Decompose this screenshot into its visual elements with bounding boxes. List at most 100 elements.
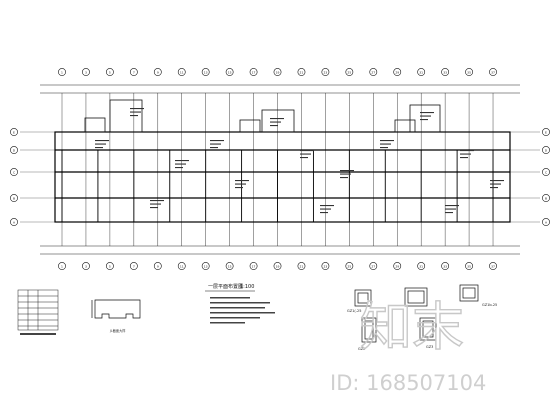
annotation-mark [270, 121, 281, 123]
section-detail [91, 299, 141, 319]
annotation-mark [175, 160, 189, 162]
col-axis-top-label: 7 [133, 70, 135, 74]
top-projections [84, 99, 441, 133]
annotation-mark [420, 115, 431, 117]
col-axis-bottom-label: 13 [204, 264, 208, 268]
col-axis-bottom [58, 262, 66, 270]
annotation-mark [320, 205, 334, 207]
col-axis-bottom [417, 262, 426, 270]
row-axis-right [542, 146, 550, 154]
col-axis-top [177, 68, 186, 76]
row-axis-right [542, 128, 550, 136]
col-axis-top-label: 21 [300, 70, 304, 74]
annotation-mark [420, 112, 434, 114]
annotation-mark [300, 153, 311, 155]
floor-plan-grid [20, 93, 540, 246]
annotation-marks [95, 108, 504, 214]
annotation-mark [420, 119, 428, 121]
col-axis-bottom [345, 262, 354, 270]
watermark: 知末 ID: 168507104 [330, 297, 486, 395]
annotation-mark [95, 147, 103, 149]
col-axis-top [82, 68, 90, 76]
col-axis-bottom-label: 31 [419, 264, 423, 268]
col-axis-top-label: 31 [419, 70, 423, 74]
annotation-mark [175, 167, 183, 169]
col-axis-top-label: 15 [228, 70, 232, 74]
annotation-mark [490, 183, 501, 185]
row-axis-right-label: B [545, 196, 547, 200]
annotation-mark [130, 111, 141, 113]
col-axis-top-label: 27 [371, 70, 375, 74]
plan-notes [210, 297, 275, 324]
col-axis-top [105, 68, 114, 76]
annotation-mark [445, 208, 456, 210]
bottom-dimension-lines [40, 245, 520, 255]
annotation-mark [490, 180, 504, 182]
col-axis-top-label: 37 [491, 70, 495, 74]
col-axis-top [369, 68, 378, 76]
col-axis-bottom [82, 262, 90, 270]
row-axis-left-label: B [13, 196, 15, 200]
col-axis-top [441, 68, 450, 76]
annotation-mark [300, 150, 314, 152]
col-axis-bottom [105, 262, 114, 270]
col-axis-top-label: 1 [61, 70, 63, 74]
col-axis-bottom [393, 262, 402, 270]
col-axis-top [249, 68, 258, 76]
col-axis-top-label: 13 [204, 70, 208, 74]
col-axis-bottom-label: 21 [300, 264, 304, 268]
detail-label-4: GZ3 [426, 345, 433, 349]
col-axis-bottom-label: 29 [395, 264, 399, 268]
row-axis-right-label: C [545, 170, 547, 174]
col-axis-top-label: 11 [180, 70, 184, 74]
col-axis-bottom [177, 262, 186, 270]
annotation-mark [130, 115, 138, 117]
annotation-mark [210, 140, 224, 142]
row-axis-right-label: E [545, 130, 547, 134]
col-axis-top [345, 68, 354, 76]
annotation-mark [460, 153, 471, 155]
annotation-mark [445, 212, 453, 214]
annotation-mark [380, 143, 391, 145]
col-axis-bottom-label: 3 [85, 264, 87, 268]
col-axis-bottom-label: 1 [61, 264, 63, 268]
col-axis-bottom [321, 262, 330, 270]
annotation-mark [175, 163, 186, 165]
col-axis-bottom-label: 5 [109, 264, 111, 268]
top-dimension-lines [40, 84, 520, 94]
col-axis-top [393, 68, 402, 76]
col-axis-bottom-label: 15 [228, 264, 232, 268]
detail-label-1: GZ1(-25 [347, 309, 361, 313]
col-axis-top [58, 68, 66, 76]
col-axis-top [417, 68, 426, 76]
col-axis-bottom-label: 17 [252, 264, 256, 268]
annotation-mark [340, 173, 351, 175]
annotation-mark [460, 157, 468, 159]
col-axis-bottom [489, 262, 497, 270]
annotation-mark [270, 125, 278, 127]
col-axis-top-label: 5 [109, 70, 111, 74]
row-axis-right-label: D [545, 148, 548, 152]
annotation-mark [340, 177, 348, 179]
plan-title: 一层平面布置图 [208, 283, 243, 290]
annotation-mark [380, 140, 394, 142]
row-axis-left-label: C [13, 170, 15, 174]
col-axis-top [129, 68, 138, 76]
col-axis-bottom [369, 262, 378, 270]
col-axis-bottom-label: 11 [180, 264, 184, 268]
annotation-mark [95, 140, 109, 142]
col-axis-top [465, 68, 473, 76]
row-axis-left-label: A [13, 220, 16, 224]
col-axis-top [321, 68, 330, 76]
annotation-mark [150, 200, 164, 202]
section-label: JL截面大样 [109, 328, 126, 333]
row-axis-left-label: D [13, 148, 16, 152]
col-axis-bottom-label: 35 [467, 264, 471, 268]
col-axis-top [225, 68, 234, 76]
row-axis-left [10, 128, 18, 136]
col-axis-bottom [153, 262, 162, 270]
row-axis-left-label: E [13, 130, 15, 134]
rebar-table [17, 289, 59, 331]
